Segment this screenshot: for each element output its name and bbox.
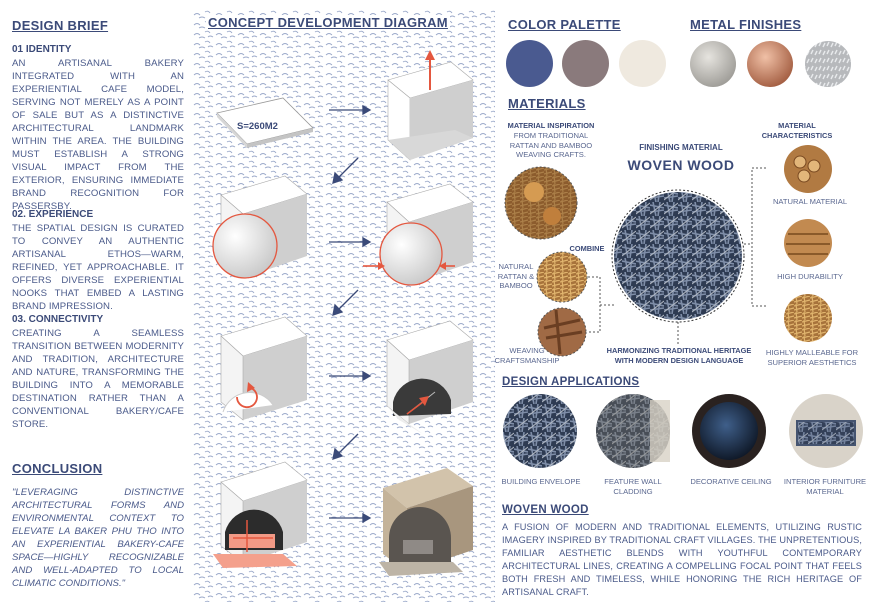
material-characteristics-title: MATERIAL CHARACTERISTICS [761, 121, 833, 140]
palette-swatch-mauve [562, 40, 609, 87]
applications-photos [503, 394, 863, 468]
flow-arrows [329, 104, 372, 524]
box-step-4 [363, 183, 474, 286]
color-palette-heading: COLOR PALETTE [508, 17, 621, 32]
materials-heading: MATERIALS [508, 96, 586, 111]
metal-finishes-heading: METAL FINISHES [690, 17, 802, 32]
woven-wood-title: WOVEN WOOD [627, 157, 735, 173]
box-step-8-final [379, 468, 473, 576]
characteristics-photos [784, 145, 832, 342]
rattan-label: NATURAL RATTAN & BAMBOO [497, 262, 535, 290]
woven-wood-heading: WOVEN WOOD [502, 504, 589, 516]
materials-graphic [504, 166, 766, 357]
harmonizing-label: HARMONIZING TRADITIONAL HERITAGE WITH MO… [606, 346, 752, 365]
copper-swatch [747, 41, 793, 87]
malleable-label: HIGHLY MALLEABLE FOR SUPERIOR AESTHETICS [765, 348, 859, 367]
high-durability-label: HIGH DURABILITY [777, 272, 843, 281]
identity-text: An artisanal bakery integrated with an e… [12, 58, 184, 212]
design-brief-heading: DESIGN BRIEF [12, 18, 109, 33]
box-step-5 [220, 316, 308, 421]
natural-material-photo [784, 145, 832, 193]
experience-title: 02. EXPERIENCE [12, 209, 94, 220]
app-label-0: BUILDING ENVELOPE [501, 477, 581, 486]
app-label-3: INTERIOR FURNITURE MATERIAL [783, 477, 867, 496]
design-applications-heading: DESIGN APPLICATIONS [502, 376, 640, 388]
app-label-2: DECORATIVE CEILING [690, 477, 772, 486]
concept-heading: CONCEPT DEVELOPMENT DIAGRAM [206, 15, 450, 30]
box-step-3 [212, 175, 308, 279]
brushed-steel-swatch [690, 41, 736, 87]
conclusion-heading: CONCLUSION [12, 461, 103, 476]
site-plot [216, 97, 314, 148]
rattan-photo [537, 252, 587, 302]
building-envelope-photo [503, 394, 577, 468]
experience-text: The spatial design is curated to convey … [12, 223, 184, 312]
metal-swatches [690, 41, 851, 87]
woven-wood-photo [614, 192, 742, 320]
combine-label: COMBINE [569, 244, 605, 253]
area-label: S=260M2 [237, 121, 278, 132]
identity-title: 01 IDENTITY [12, 44, 72, 55]
material-inspiration-title: MATERIAL INSPIRATION [507, 121, 595, 130]
natural-material-label: NATURAL MATERIAL [772, 197, 848, 206]
palette-swatch-blue [506, 40, 553, 87]
box-step-6 [386, 320, 474, 434]
material-inspiration-text: FROM TRADITIONAL RATTAN AND BAMBOO WEAVI… [509, 131, 593, 159]
palette-swatch-cream [619, 40, 666, 87]
malleable-photo [784, 294, 832, 342]
box-step-2 [387, 50, 474, 161]
woven-wood-text: A fusion of modern and traditional eleme… [502, 522, 862, 597]
concept-diagram: S=260M2 [212, 50, 474, 576]
weaving-label: WEAVING CRAFTSMANSHIP [494, 346, 560, 365]
connectivity-text: Creating a seamless transition between m… [12, 328, 184, 430]
diamond-plate-swatch [805, 41, 851, 87]
conclusion-text: "Leveraging distinctive architectural fo… [12, 487, 184, 589]
finishing-material-title: FINISHING MATERIAL [639, 143, 723, 152]
concept-diagram-panel: CONCEPT DEVELOPMENT DIAGRAM S=260M2 [193, 10, 495, 602]
box-step-7 [213, 461, 308, 568]
connectivity-title: 03. CONNECTIVITY [12, 314, 104, 325]
app-label-1: FEATURE WALL CLADDING [604, 477, 662, 496]
